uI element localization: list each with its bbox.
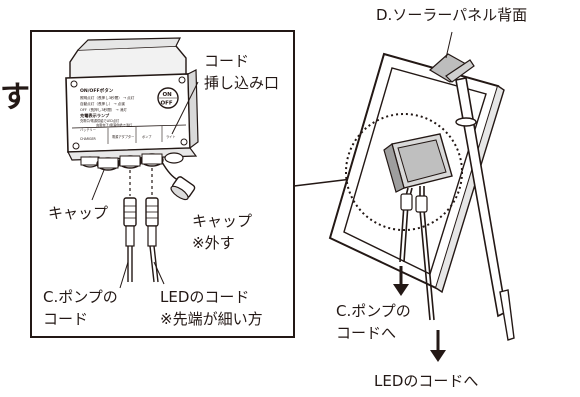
ground-stake — [455, 77, 515, 341]
leader-panel-back — [445, 31, 453, 59]
to-pump-cord-label-line2: コードへ — [336, 324, 397, 342]
zoom-circle — [345, 113, 463, 231]
cap-label: キャップ — [48, 204, 109, 222]
cord-sockets — [80, 152, 184, 171]
arrow-to-pump-cord — [393, 266, 409, 296]
led-plug — [145, 197, 159, 283]
pump-cord-label-line2: コード — [43, 310, 89, 328]
indicator-title: 充電表示ランプ — [80, 112, 110, 119]
mount-bracket — [428, 53, 475, 83]
cap-remove-label-line2: ※外す — [192, 234, 235, 252]
port-light-label: ライト — [166, 134, 176, 139]
controller-row-2: 自動点灯（長押し） → 点滅 — [80, 101, 125, 106]
arrow-to-led-cord — [430, 330, 446, 362]
indicator-line-2: 充電完了/電源供給で消灯 — [96, 123, 133, 128]
cap-remove-label-line1: キャップ — [192, 212, 253, 230]
leader-cord-inlet — [171, 81, 199, 135]
leader-cap — [91, 169, 105, 201]
junction-box — [383, 133, 453, 193]
indicator-line-1: 充電中/電源供給でLED点灯 — [80, 118, 120, 123]
removed-cap — [161, 161, 196, 201]
pump-plug — [123, 197, 137, 282]
leader-led-cord — [153, 261, 165, 285]
port-adapter-label: 電源アダプター — [112, 134, 134, 139]
controller-row-3: OFF（長押し3秒間） → 消灯 — [80, 107, 127, 112]
onoff-button: ON OFF — [157, 87, 179, 109]
panel-cords — [399, 186, 435, 321]
leader-pump-cord — [119, 261, 129, 289]
to-pump-cord-label-line1: C.ポンプの — [336, 302, 411, 320]
led-cord-label-line2: ※先端が細い方 — [160, 310, 263, 328]
port-pump-label: ポンプ — [142, 134, 152, 139]
pump-cord-label-line1: C.ポンプの — [43, 288, 118, 306]
partial-heading-text: す — [0, 80, 30, 115]
led-cord-label-line1: LEDのコード — [160, 288, 250, 306]
cord-inlet-label-line1: コード — [204, 52, 250, 70]
cord-inlet-label-line2: 挿し込み口 — [204, 74, 280, 92]
indicator-line-3: バッテリー — [80, 127, 96, 132]
controller-row-1: 照明点灯（長押し3秒間） → 点灯 — [80, 95, 135, 100]
onoff-button-title: ON/OFFボタン — [80, 87, 114, 94]
button-off-text: OFF — [161, 101, 173, 107]
port-charger-label: CHARGER — [80, 137, 97, 141]
to-led-cord-label: LEDのコードへ — [374, 372, 479, 390]
panel-back-label: D.ソーラーパネル背面 — [376, 6, 528, 24]
button-on-text: ON — [163, 92, 173, 98]
